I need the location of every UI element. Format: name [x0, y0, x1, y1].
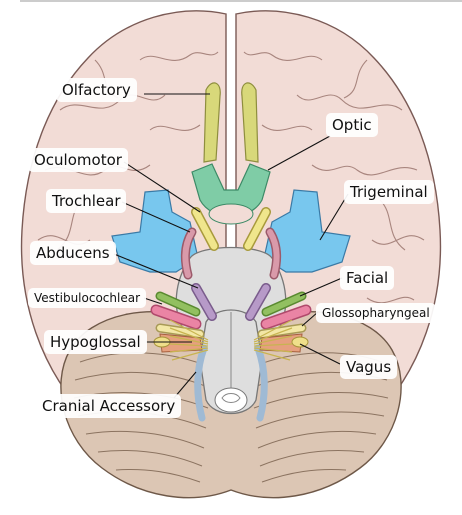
leader-trochlear [121, 201, 191, 233]
label-cranial-accessory: Cranial Accessory [36, 394, 182, 418]
oculomotor-nerve-left-fill [192, 208, 218, 250]
hypoglossal-rootlets-right [253, 319, 293, 361]
hypoglossal-root-right [291, 336, 309, 348]
label-hypoglossal: Hypoglossal [44, 330, 147, 354]
leader-lines [113, 93, 349, 399]
label-optic: Optic [326, 113, 378, 137]
leader-vestibulocochlear [143, 297, 163, 305]
oculomotor-nerve-right-fill [244, 208, 270, 250]
label-glossopharyngeal: Glossopharyngeal [316, 303, 436, 324]
facial-nerve-right-fill [263, 293, 305, 315]
glossopharyngeal-nerve-left-fill [157, 325, 203, 337]
vestibulocochlear-nerve-right-fill [262, 306, 310, 328]
cerebellar-folia [73, 352, 389, 483]
label-trochlear: Trochlear [46, 189, 127, 213]
trochlear-nerve-left-fill [182, 229, 195, 278]
leader-trigeminal [319, 193, 349, 241]
leader-vagus [299, 343, 341, 365]
abducens-nerve-left-fill [192, 284, 216, 320]
trochlear-nerve-right-fill [267, 229, 280, 278]
grey-matter [221, 393, 241, 403]
leader-oculomotor [123, 161, 201, 213]
label-olfactory: Olfactory [56, 78, 137, 102]
label-vestibulocochlear: Vestibulocochlear [28, 288, 146, 309]
accessory-nerve-right [254, 344, 268, 422]
label-oculomotor: Oculomotor [28, 148, 128, 172]
olfactory-bulb-left [203, 82, 221, 163]
glossopharyngeal-nerve-right-fill [259, 325, 305, 337]
leader-facial [299, 277, 343, 297]
trigeminal-nerve-right [263, 189, 351, 273]
accessory-nerve-left [194, 344, 208, 422]
leader-abducens [113, 253, 199, 289]
hypoglossal-rootlets-left [169, 319, 209, 361]
leader-optic [267, 135, 331, 171]
facial-nerve-left-fill [157, 293, 199, 315]
leader-cranial-accessory [173, 371, 197, 399]
vestibulocochlear-nerve-left-fill [152, 306, 200, 328]
label-trigeminal: Trigeminal [344, 180, 434, 204]
label-vagus: Vagus [340, 355, 398, 379]
optic-chiasm-center [208, 203, 254, 225]
olfactory-bulb-right [241, 82, 259, 163]
trigeminal-nerve-left [111, 189, 199, 273]
leader-glossopharyngeal [301, 311, 319, 327]
label-abducens: Abducens [30, 241, 116, 265]
spinal-cord-section [214, 387, 248, 413]
abducens-nerve-right-fill [246, 284, 270, 320]
label-facial: Facial [340, 266, 395, 290]
